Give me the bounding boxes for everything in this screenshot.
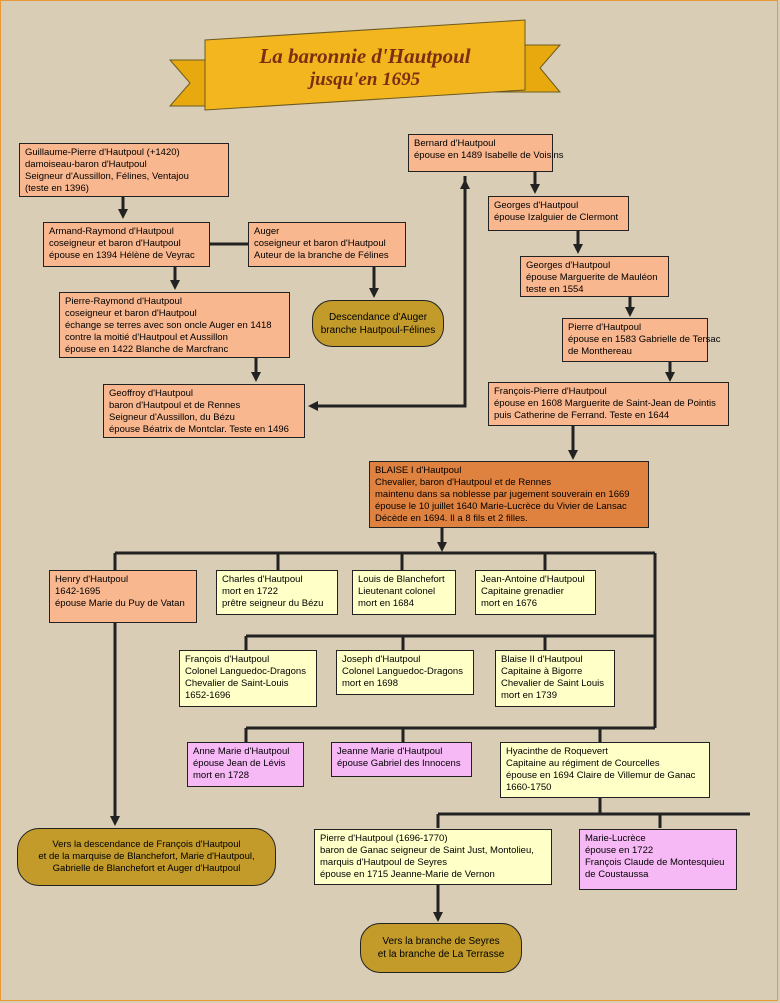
node-pierre-raymond: Pierre-Raymond d'Hautpoul coseigneur et … <box>59 292 290 358</box>
node-francois-h: François d'Hautpoul Colonel Languedoc-Dr… <box>179 650 317 707</box>
node-georges-2: Georges d'Hautpoul épouse Marguerite de … <box>520 256 669 297</box>
node-blaise-1: BLAISE I d'Hautpoul Chevalier, baron d'H… <box>369 461 649 528</box>
node-armand: Armand-Raymond d'Hautpoul coseigneur et … <box>43 222 210 267</box>
node-auger: Auger coseigneur et baron d'Hautpoul Aut… <box>248 222 406 267</box>
node-jean-antoine: Jean-Antoine d'Hautpoul Capitaine grenad… <box>475 570 596 615</box>
node-jeanne-marie: Jeanne Marie d'Hautpoul épouse Gabriel d… <box>331 742 472 777</box>
node-guillaume: Guillaume-Pierre d'Hautpoul (+1420) damo… <box>19 143 229 197</box>
title-line-1: La baronnie d'Hautpoul <box>259 44 471 68</box>
node-henry: Henry d'Hautpoul 1642-1695 épouse Marie … <box>49 570 197 623</box>
node-anne-marie: Anne Marie d'Hautpoul épouse Jean de Lév… <box>187 742 304 787</box>
node-vers-francois: Vers la descendance de François d'Hautpo… <box>17 828 276 886</box>
chart-title: La baronnie d'Hautpoul jusqu'en 1695 <box>205 44 525 92</box>
node-pierre-h: Pierre d'Hautpoul épouse en 1583 Gabriel… <box>562 318 720 362</box>
node-pierre-1696: Pierre d'Hautpoul (1696-1770) baron de G… <box>314 829 552 885</box>
node-louis: Louis de Blanchefort Lieutenant colonel … <box>352 570 456 615</box>
node-vers-seyres: Vers la branche de Seyres et la branche … <box>360 923 522 973</box>
node-marie-lucrece: Marie-Lucrèce épouse en 1722 François Cl… <box>579 829 737 890</box>
title-banner <box>168 19 562 111</box>
node-bernard: Bernard d'Hautpoul épouse en 1489 Isabel… <box>408 134 563 172</box>
node-descendance-auger: Descendance d'Auger branche Hautpoul-Fél… <box>312 300 444 347</box>
node-blaise-2: Blaise II d'Hautpoul Capitaine à Bigorre… <box>495 650 615 707</box>
node-francois-pierre: François-Pierre d'Hautpoul épouse en 160… <box>488 382 729 426</box>
title-line-2: jusqu'en 1695 <box>309 69 421 90</box>
node-joseph: Joseph d'Hautpoul Colonel Languedoc-Drag… <box>336 650 474 695</box>
node-hyacinthe: Hyacinthe de Roquevert Capitaine au régi… <box>500 742 710 798</box>
node-georges-1: Georges d'Hautpoul épouse Izalguier de C… <box>488 196 629 231</box>
node-charles: Charles d'Hautpoul mort en 1722 prêtre s… <box>216 570 338 615</box>
node-geoffroy: Geoffroy d'Hautpoul baron d'Hautpoul et … <box>103 384 305 438</box>
